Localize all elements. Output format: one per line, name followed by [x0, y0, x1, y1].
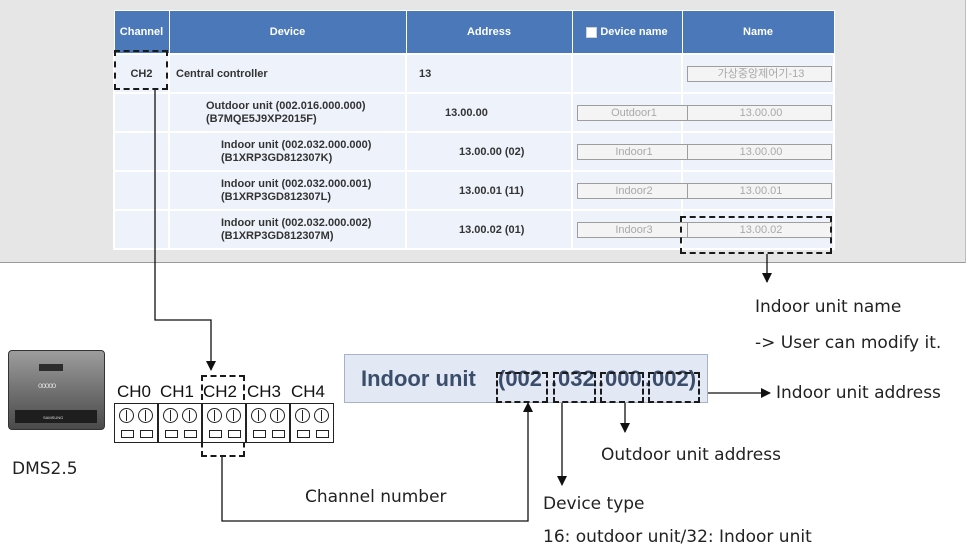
device-type-detail: 16: outdoor unit/32: Indoor unit — [543, 527, 812, 547]
device-name-input[interactable]: Outdoor1 — [577, 104, 688, 121]
channel-label-ch2: CH2 — [203, 382, 238, 401]
name-input[interactable]: 13.00.00 — [687, 104, 832, 121]
channel-number-label: Channel number — [305, 487, 447, 507]
table-row: Indoor unit (002.032.000.000)(B1XRP3GD81… — [113, 131, 835, 172]
row-address: 13.00.00 — [405, 92, 573, 133]
device-name-input[interactable]: Indoor3 — [577, 221, 688, 238]
row-device: Indoor unit (002.032.000.002)(B1XRP3GD81… — [168, 209, 407, 250]
enlarged-part-1: (002 — [498, 366, 543, 391]
outdoor-address-highlight — [600, 372, 644, 403]
device-name-input[interactable]: Indoor1 — [577, 143, 688, 160]
table-row: Indoor unit (002.032.000.001)(B1XRP3GD81… — [113, 170, 835, 211]
controller-buttons: ooooo — [38, 381, 56, 390]
row-address: 13.00.01 (11) — [405, 170, 573, 211]
table-row: CH2 Central controller 13 가상중앙제어기-13 — [113, 53, 835, 94]
row-address: 13.00.00 (02) — [405, 131, 573, 172]
row-device: Central controller — [168, 53, 407, 94]
device-type-highlight — [496, 372, 548, 403]
enlarged-part-3: 000 — [605, 366, 642, 391]
channel-label-ch4: CH4 — [291, 382, 326, 401]
device-name-input[interactable]: Indoor2 — [577, 182, 688, 199]
channel-label-ch3: CH3 — [247, 382, 282, 401]
name-input[interactable]: 가상중앙제어기-13 — [687, 65, 832, 82]
terminal-block-ch3 — [246, 403, 290, 443]
terminal-block-ch4 — [290, 403, 334, 443]
terminal-block-ch1 — [158, 403, 202, 443]
enlarged-device-label: Indoor unit (002 . 032 . 000 . 002) — [344, 354, 708, 403]
enlarged-part-2: 032 — [558, 366, 595, 391]
enlarged-prefix: Indoor unit — [361, 366, 476, 391]
indoor-address-highlight — [648, 372, 700, 403]
controller-base — [15, 410, 97, 423]
terminal-block-ch2 — [202, 403, 246, 443]
row-address: 13 — [405, 53, 573, 94]
device-type-label: Device type — [543, 494, 645, 514]
table-row: Outdoor unit (002.016.000.000)(B7MQE5J9X… — [113, 92, 835, 133]
header-device-name[interactable]: Device name — [571, 10, 683, 55]
header-address: Address — [405, 10, 573, 55]
row-device: Outdoor unit (002.016.000.000)(B7MQE5J9X… — [168, 92, 407, 133]
channel-highlight-box — [114, 50, 168, 90]
row-device: Indoor unit (002.032.000.000)(B1XRP3GD81… — [168, 131, 407, 172]
row-address: 13.00.02 (01) — [405, 209, 573, 250]
name-input[interactable]: 13.00.01 — [687, 182, 832, 199]
row-channel: CH2 — [113, 53, 170, 94]
header-device-name-label: Device name — [600, 26, 668, 38]
indoor-unit-address-label: Indoor unit address — [776, 383, 941, 403]
indoor-unit-name-label: Indoor unit name — [755, 297, 902, 317]
name-input[interactable]: 13.00.02 — [687, 221, 832, 238]
controller-screen — [39, 364, 63, 371]
header-channel: Channel — [113, 10, 170, 55]
name-highlight-box — [680, 216, 832, 254]
header-name: Name — [681, 10, 835, 55]
row-device-name — [571, 53, 683, 94]
device-type-code-highlight — [553, 372, 596, 403]
channel-label-ch0: CH0 — [117, 382, 152, 401]
terminal-block-ch0 — [114, 403, 158, 443]
dms-controller-image: ooooo SAMSUNG — [8, 350, 105, 430]
header-device: Device — [168, 10, 407, 55]
enlarged-part-4: 002) — [652, 366, 697, 391]
controller-model-label: DMS2.5 — [12, 459, 78, 479]
table-header-row: Channel Device Address Device name Name — [113, 10, 835, 55]
user-modify-label: -> User can modify it. — [755, 333, 942, 353]
device-name-checkbox[interactable] — [586, 26, 598, 38]
device-table: Channel Device Address Device name Name … — [113, 10, 835, 250]
controller-brand: SAMSUNG — [43, 415, 64, 420]
name-input[interactable]: 13.00.00 — [687, 143, 832, 160]
row-device: Indoor unit (002.032.000.001)(B1XRP3GD81… — [168, 170, 407, 211]
channel-label-ch1: CH1 — [160, 382, 195, 401]
outdoor-unit-address-label: Outdoor unit address — [601, 445, 781, 465]
